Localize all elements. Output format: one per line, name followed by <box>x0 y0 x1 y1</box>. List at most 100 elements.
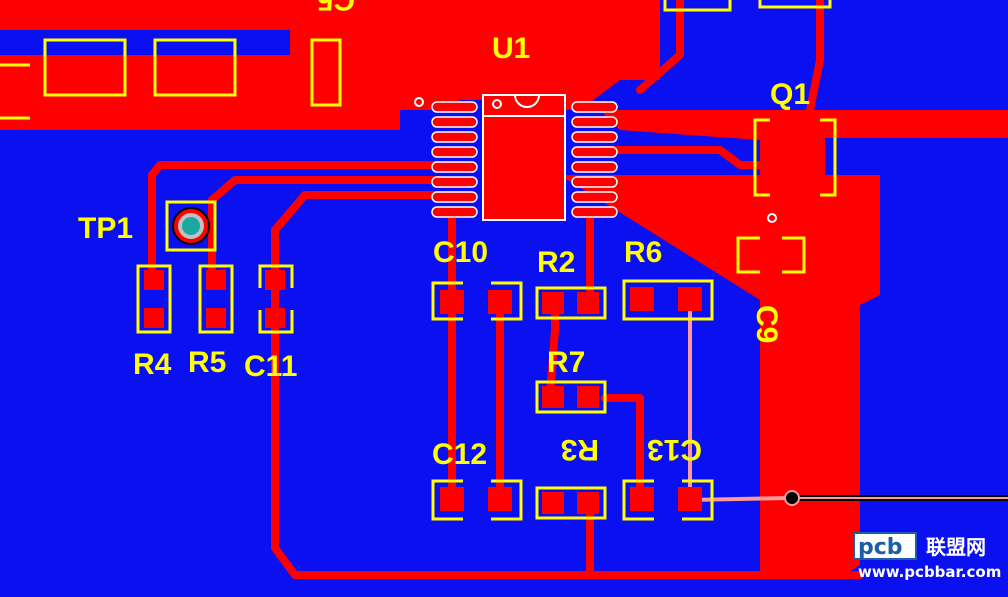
components <box>136 236 806 521</box>
q1-outline-left <box>753 118 770 197</box>
tp1-testpoint[interactable] <box>165 200 217 252</box>
r3-pad-1 <box>542 492 564 514</box>
u1-pin <box>571 146 618 158</box>
u1-pin1-dot <box>492 99 502 109</box>
label-r3: R3 <box>561 433 599 466</box>
r7-pad-1 <box>542 386 564 408</box>
label-top-partial: C5 <box>317 0 355 16</box>
u1-right-pins <box>571 101 618 218</box>
partial-footprint-1 <box>663 0 732 12</box>
c12-footprint[interactable] <box>431 479 523 521</box>
c13-pad-2 <box>678 487 702 511</box>
u1-pin <box>431 146 478 158</box>
c9-footprint[interactable] <box>736 236 806 274</box>
q1-pin-1 <box>772 172 778 200</box>
silkscreen-labels: U1 Q1 TP1 C10 R2 R6 C9 R4 R5 C11 R7 C12 … <box>78 0 810 471</box>
c12-pad-1 <box>440 487 464 511</box>
label-c9: C9 <box>750 305 783 343</box>
label-r2: R2 <box>537 246 575 279</box>
trace-r4 <box>148 161 444 286</box>
label-r5: R5 <box>188 346 226 379</box>
partial-footprint-3 <box>310 38 342 107</box>
c11-outline <box>258 264 294 334</box>
u1-pin <box>431 161 478 173</box>
r2-footprint[interactable] <box>535 286 607 320</box>
q1-pin-3 <box>792 172 798 200</box>
partial-footprint-5 <box>153 38 237 97</box>
watermark-url: www.pcbbar.com <box>858 563 1001 581</box>
c10-footprint[interactable] <box>431 281 523 321</box>
u1-pin <box>431 131 478 143</box>
tp1-outline <box>165 200 217 252</box>
trace-top <box>636 0 684 94</box>
right-copper-strip <box>600 110 1008 175</box>
watermark-logo: pcb <box>858 535 903 560</box>
c10-pad-2 <box>488 290 512 314</box>
label-r4: R4 <box>133 348 172 381</box>
label-u1: U1 <box>492 32 530 65</box>
r2-pad-2 <box>577 292 599 314</box>
c11-pad-1 <box>265 270 285 290</box>
watermark-logo-box <box>853 532 917 560</box>
u1-pin <box>571 116 618 128</box>
label-c11: C11 <box>244 350 297 383</box>
copper-traces <box>148 0 864 579</box>
tp1-hole <box>182 217 200 235</box>
trace-r7-c13 <box>601 394 644 502</box>
u1-left-pins <box>431 101 478 218</box>
u1-pin <box>431 176 478 188</box>
r7-footprint[interactable] <box>535 380 607 414</box>
q1-outline-right <box>820 118 837 197</box>
u1-pin <box>571 161 618 173</box>
watermark-cn-text: 联盟网 <box>926 535 986 559</box>
c12-outline <box>431 479 523 521</box>
u1-pin <box>431 116 478 128</box>
u1-pin1-marker <box>414 97 424 107</box>
trace-ground-loop <box>271 191 864 579</box>
r6-pad-1 <box>630 287 654 311</box>
c13-footprint[interactable] <box>622 479 714 521</box>
r6-outline <box>622 279 714 321</box>
c13-outline <box>622 479 714 521</box>
r5-footprint[interactable] <box>198 264 234 334</box>
r5-pad-1 <box>206 270 226 290</box>
u1-footprint[interactable] <box>414 94 618 221</box>
pour-cutout <box>0 30 290 55</box>
label-tp1: TP1 <box>78 212 133 245</box>
r4-outline <box>136 264 172 334</box>
r2-outline <box>535 286 607 320</box>
r7-outline <box>535 380 607 414</box>
r6-footprint[interactable] <box>622 279 714 321</box>
label-r7: R7 <box>547 346 585 379</box>
u1-pin <box>571 176 618 188</box>
c11-footprint[interactable] <box>258 264 294 334</box>
r6-pad-2 <box>678 287 702 311</box>
r4-pad-2 <box>144 308 164 328</box>
label-c13: C13 <box>647 433 702 466</box>
r3-footprint[interactable] <box>535 486 607 520</box>
r7-pad-2 <box>577 386 599 408</box>
label-c10: C10 <box>433 236 488 269</box>
u1-pin <box>571 191 618 203</box>
r5-pad-2 <box>206 308 226 328</box>
c9-pad-1 <box>744 244 764 264</box>
watermark: pcb 联盟网 www.pcbbar.com <box>853 532 1001 581</box>
label-c12: C12 <box>432 438 487 471</box>
via <box>784 490 800 506</box>
u1-pin <box>571 206 618 218</box>
u1-pin <box>431 206 478 218</box>
r2-pad-1 <box>542 292 564 314</box>
partial-footprint-4 <box>43 38 127 97</box>
label-q1: Q1 <box>770 78 810 111</box>
r3-outline <box>535 486 607 520</box>
trace-top-right <box>806 0 824 114</box>
q1-footprint[interactable] <box>753 118 837 223</box>
right-copper-block <box>560 175 880 578</box>
u1-notch <box>514 94 540 108</box>
trace-r5 <box>208 176 444 286</box>
top-partial-footprints <box>0 0 832 120</box>
c10-pad-1 <box>440 290 464 314</box>
r5-outline <box>198 264 234 334</box>
r4-footprint[interactable] <box>136 264 172 334</box>
